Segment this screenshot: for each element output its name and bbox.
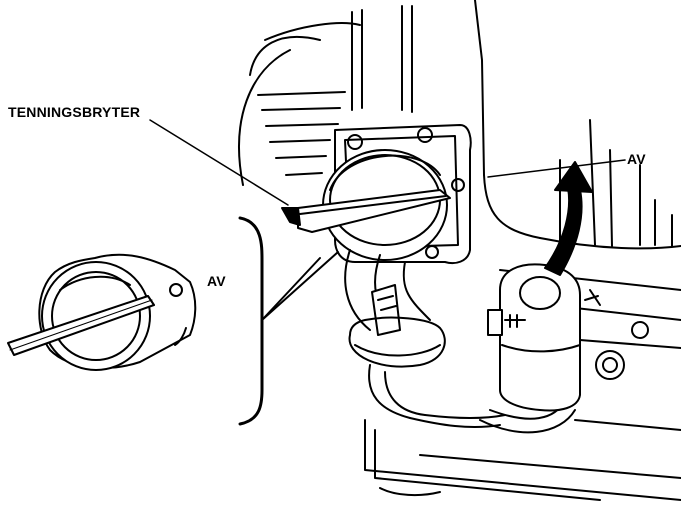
inset-switch-detail (7, 253, 197, 371)
engine-housing (238, 0, 681, 431)
inset-off-position-label: AV (207, 273, 226, 289)
connector-block (487, 263, 601, 412)
off-position-label: AV (627, 151, 646, 167)
engine-base (364, 419, 681, 501)
off-direction-arrow (544, 161, 593, 276)
ignition-switch-label: TENNINGSBRYTER (8, 104, 141, 120)
wiring-harness (344, 249, 576, 434)
ignition-switch-knob (281, 149, 451, 261)
leader-lines (149, 119, 626, 206)
inset-bracket (238, 216, 339, 426)
